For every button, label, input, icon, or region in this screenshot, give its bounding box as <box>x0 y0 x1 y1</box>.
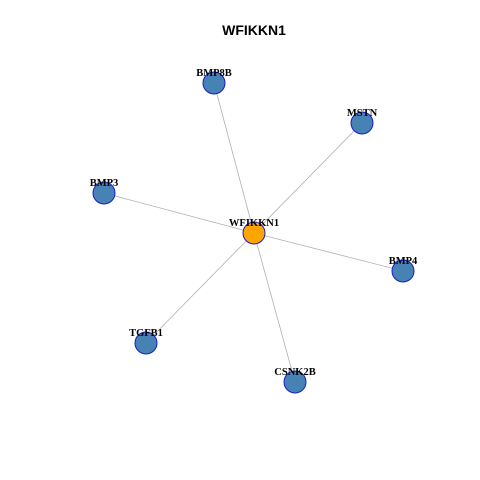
node-label-wfikkn1: WFIKKN1 <box>229 218 279 229</box>
node-tgfb1: TGFB1 <box>129 328 163 355</box>
node-circle-bmp4 <box>391 259 415 283</box>
node-csnk2b: CSNK2B <box>274 367 316 394</box>
node-circle-tgfb1 <box>134 331 158 355</box>
node-bmp3: BMP3 <box>90 178 119 205</box>
node-circle-mstn <box>350 111 374 135</box>
edge-wfikkn1-tgfb1 <box>145 232 255 344</box>
node-label-bmp8b: BMP8B <box>196 68 232 79</box>
edge-wfikkn1-csnk2b <box>253 232 296 383</box>
node-bmp8b: BMP8B <box>196 68 232 95</box>
edge-wfikkn1-bmp4 <box>253 232 404 272</box>
edge-wfikkn1-bmp8b <box>213 82 255 234</box>
edge-wfikkn1-bmp3 <box>103 192 255 234</box>
node-circle-bmp3 <box>92 181 116 205</box>
node-wfikkn1: WFIKKN1 <box>229 218 279 245</box>
edge-wfikkn1-mstn <box>253 122 363 234</box>
node-mstn: MSTN <box>347 108 378 135</box>
node-label-tgfb1: TGFB1 <box>129 328 163 339</box>
node-circle-csnk2b <box>283 370 307 394</box>
node-label-mstn: MSTN <box>347 108 378 119</box>
node-label-csnk2b: CSNK2B <box>274 367 315 378</box>
node-bmp4: BMP4 <box>389 256 418 283</box>
edges-layer <box>103 82 404 383</box>
node-label-bmp3: BMP3 <box>90 178 119 189</box>
node-circle-wfikkn1 <box>242 221 266 245</box>
node-circle-bmp8b <box>202 71 226 95</box>
node-label-bmp4: BMP4 <box>389 256 418 267</box>
diagram-title: WFIKKN1 <box>222 22 286 38</box>
